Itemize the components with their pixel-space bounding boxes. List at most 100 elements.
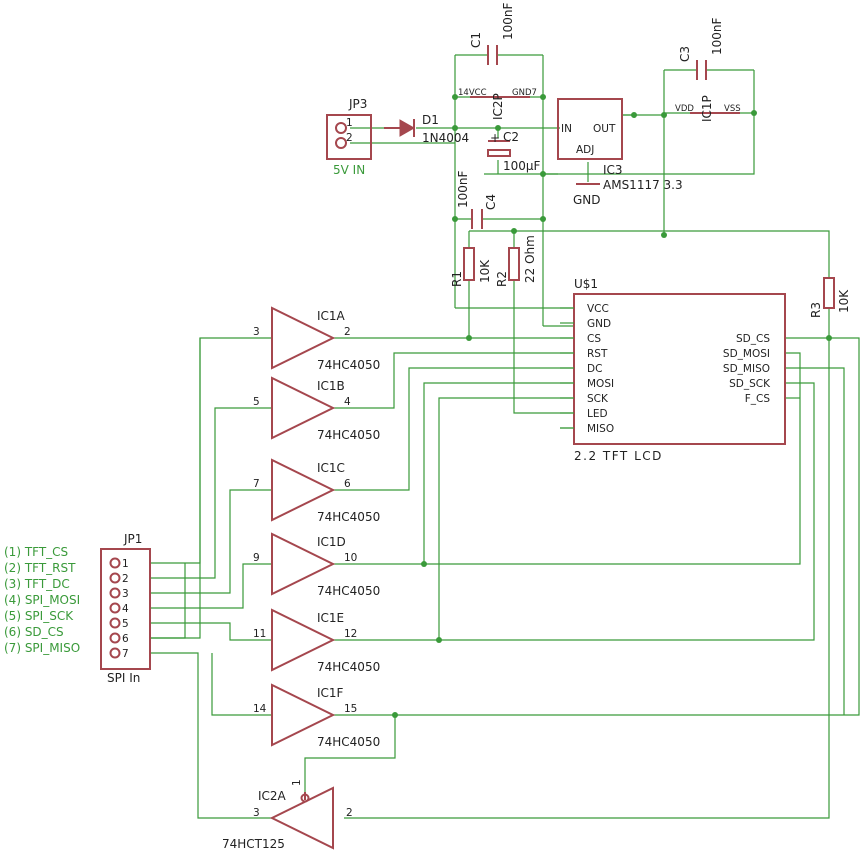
lcd-pin-miso: MISO xyxy=(587,423,614,435)
buffer-ref: IC1C xyxy=(317,461,345,475)
c2-value: 100µF xyxy=(503,159,541,173)
ic2a-out-pin: 2 xyxy=(346,807,353,819)
lcd-ref: U$1 xyxy=(574,277,598,291)
capacitor-c2: + C2 100µF xyxy=(487,130,541,173)
capacitor-c4: 100nF C4 xyxy=(456,170,498,229)
lcd-pin-sd-sck: SD_SCK xyxy=(729,378,771,390)
ic2a-buffer: IC2A 74HCT125 3 2 1 xyxy=(222,779,353,851)
r2-value: 22 Ohm xyxy=(523,235,537,283)
capacitor-c1: C1 100nF xyxy=(469,2,515,65)
c2-plus: + xyxy=(490,131,500,145)
r1-ref: R1 xyxy=(450,271,464,287)
jp1-pin-1: 1 xyxy=(122,558,129,570)
lcd-value: 2.2 TFT LCD xyxy=(574,449,663,463)
buffer-in-pin: 11 xyxy=(253,628,266,640)
lcd-pin-cs: CS xyxy=(587,333,601,345)
jp3-pin1: 1 xyxy=(346,117,353,129)
lcd-pin-vcc: VCC xyxy=(587,303,609,315)
buffer-in-pin: 5 xyxy=(253,396,260,408)
buffer-ic1c: IC1C 74HC4050 7 6 xyxy=(253,458,380,524)
jp1-signal-3: (3) TFT_DC xyxy=(4,577,70,591)
ic1p-vdd: VDD xyxy=(675,104,694,114)
buffer-out-pin: 15 xyxy=(344,703,357,715)
d1-ref: D1 xyxy=(422,113,439,127)
ic2p-gnd: GND7 xyxy=(512,88,537,98)
jp1-signal-labels: (1) TFT_CS (2) TFT_RST (3) TFT_DC (4) SPI_M… xyxy=(4,545,80,655)
jp3-pin2: 2 xyxy=(346,132,353,144)
buffer-in-pin: 9 xyxy=(253,552,260,564)
capacitor-c3: C3 100nF xyxy=(678,17,724,80)
jp1-signal-6: (6) SD_CS xyxy=(4,625,64,639)
jp3-value: 5V IN xyxy=(333,163,365,177)
jp1-signal-5: (5) SPI_SCK xyxy=(4,609,74,623)
jp3-ref: JP3 xyxy=(348,97,367,111)
buffer-in-pin: 7 xyxy=(253,478,260,490)
buffer-value: 74HC4050 xyxy=(317,735,380,749)
buffer-ic1e: IC1E 74HC4050 11 12 xyxy=(253,608,380,674)
resistor-r3: R3 10K xyxy=(809,277,851,318)
jp1-signal-2: (2) TFT_RST xyxy=(4,561,76,575)
r2-ref: R2 xyxy=(495,271,509,287)
buffer-value: 74HC4050 xyxy=(317,428,380,442)
c4-value: 100nF xyxy=(456,170,470,208)
jp1-value: SPI In xyxy=(107,671,140,685)
lcd-pin-sd-miso: SD_MISO xyxy=(723,363,770,375)
ic3-in: IN xyxy=(561,123,572,135)
jp1-signal-7: (7) SPI_MISO xyxy=(4,641,80,655)
buffer-value: 74HC4050 xyxy=(317,358,380,372)
diode-d1: D1 1N4004 xyxy=(384,113,469,145)
ic2a-value: 74HCT125 xyxy=(222,837,285,851)
buffer-value: 74HC4050 xyxy=(317,660,380,674)
ic2a-oe-pin: 1 xyxy=(291,779,303,786)
jp1-pin-4: 4 xyxy=(122,603,129,615)
ic2p-vcc: 14VCC xyxy=(458,88,487,98)
resistor-r2: R2 22 Ohm xyxy=(495,235,537,287)
buffer-out-pin: 10 xyxy=(344,552,357,564)
jp1-pin-6: 6 xyxy=(122,633,129,645)
lcd-pin-dc: DC xyxy=(587,363,602,375)
buffer-ref: IC1F xyxy=(317,686,344,700)
lcd-pin-rst: RST xyxy=(587,348,608,360)
jp1-signal-4: (4) SPI_MOSI xyxy=(4,593,80,607)
jp1-pin-7: 7 xyxy=(122,648,129,660)
buffer-value: 74HC4050 xyxy=(317,510,380,524)
resistor-r1: R1 10K xyxy=(450,247,492,287)
lcd-pin-sd-cs: SD_CS xyxy=(736,333,770,345)
lcd-pin-led: LED xyxy=(587,408,608,420)
ic1p-power: VDD VSS IC1P xyxy=(675,95,741,122)
tft-lcd-module: U$1 2.2 TFT LCD VCCGNDCSRSTDCMOSISCKLEDM… xyxy=(560,277,786,463)
c4-ref: C4 xyxy=(484,194,498,210)
buffer-ref: IC1B xyxy=(317,379,345,393)
lcd-pin-gnd: GND xyxy=(587,318,611,330)
jp1-pin-5: 5 xyxy=(122,618,129,630)
ic3-value: AMS1117 3.3 xyxy=(603,178,683,192)
d1-value: 1N4004 xyxy=(422,131,469,145)
jp1-pin-2: 2 xyxy=(122,573,129,585)
ic2p-ref: IC2P xyxy=(491,93,505,120)
gnd-label: GND xyxy=(573,193,601,207)
lcd-pin-f-cs: F_CS xyxy=(745,393,771,405)
regulator-ic3: IN OUT ADJ IC3 AMS1117 3.3 xyxy=(557,98,683,192)
c3-value: 100nF xyxy=(710,17,724,55)
ic3-out: OUT xyxy=(593,123,616,135)
lcd-pin-sck: SCK xyxy=(587,393,609,405)
r1-value: 10K xyxy=(478,259,492,283)
c3-ref: C3 xyxy=(678,46,692,62)
buffer-out-pin: 2 xyxy=(344,326,351,338)
ic2a-in-pin: 3 xyxy=(253,807,260,819)
buffer-ref: IC1D xyxy=(317,535,346,549)
c1-value: 100nF xyxy=(501,2,515,40)
buffer-out-pin: 12 xyxy=(344,628,357,640)
buffer-in-pin: 14 xyxy=(253,703,267,715)
r3-value: 10K xyxy=(837,289,851,313)
jp1-signal-1: (1) TFT_CS xyxy=(4,545,68,559)
buffer-ref: IC1E xyxy=(317,611,344,625)
ic2p-power: 14VCC GND7 IC2P xyxy=(458,88,537,120)
ic1p-vss: VSS xyxy=(724,104,741,114)
buffer-out-pin: 6 xyxy=(344,478,351,490)
